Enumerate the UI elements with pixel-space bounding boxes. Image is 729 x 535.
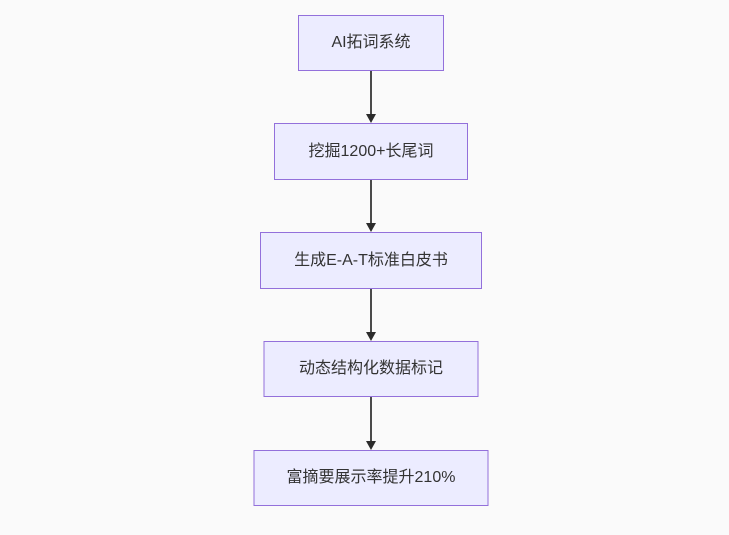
arrow-head-icon bbox=[366, 223, 376, 232]
flowchart-node-rich-snippet-result: 富摘要展示率提升210% bbox=[253, 450, 489, 506]
arrow-head-icon bbox=[366, 114, 376, 123]
flow-arrow-4 bbox=[365, 397, 377, 450]
arrow-line bbox=[370, 289, 372, 332]
arrow-line bbox=[370, 71, 372, 114]
flowchart-node-eat-whitepaper: 生成E-A-T标准白皮书 bbox=[260, 232, 482, 289]
flow-arrow-2 bbox=[365, 180, 377, 232]
arrow-head-icon bbox=[366, 332, 376, 341]
arrow-line bbox=[370, 180, 372, 223]
arrow-head-icon bbox=[366, 441, 376, 450]
flow-arrow-1 bbox=[365, 71, 377, 123]
flowchart-node-longtail-mining: 挖掘1200+长尾词 bbox=[274, 123, 468, 180]
flow-arrow-3 bbox=[365, 289, 377, 341]
arrow-line bbox=[370, 397, 372, 441]
flowchart-node-ai-keyword-system: AI拓词系统 bbox=[298, 15, 444, 71]
flowchart-node-structured-data-markup: 动态结构化数据标记 bbox=[263, 341, 479, 397]
